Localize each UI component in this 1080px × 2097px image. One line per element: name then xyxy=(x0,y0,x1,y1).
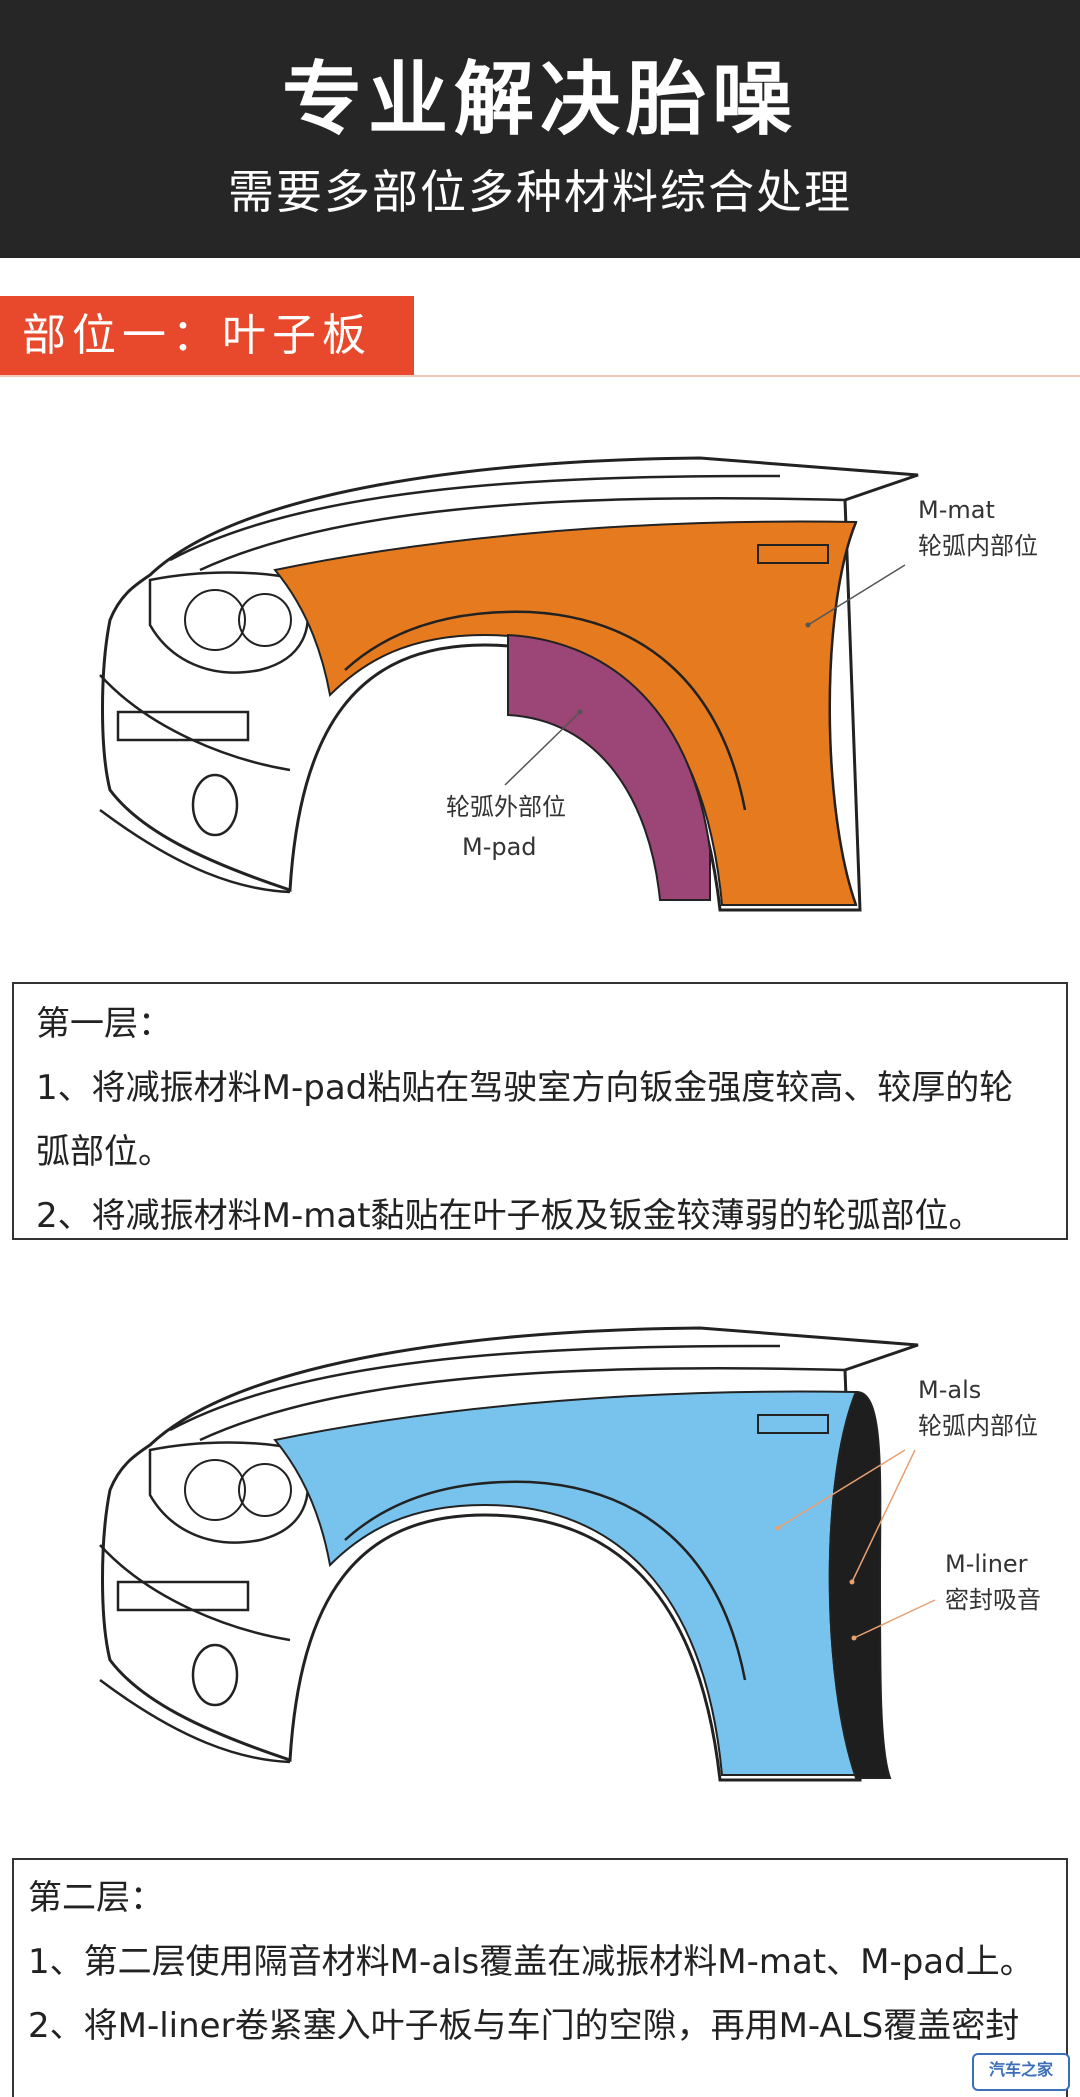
section-label: 部位一：叶子板 xyxy=(0,296,414,375)
layer1-line2: 2、将减振材料M-mat黏贴在叶子板及钣金较薄弱的轮弧部位。 xyxy=(36,1196,983,1236)
m-pad-area xyxy=(507,633,711,901)
fender-diagram-1: M-mat 轮弧内部位 轮弧外部位 M-pad xyxy=(99,456,1038,912)
layer2-line1: 1、第二层使用隔音材料M-als覆盖在减振材料M-mat、M-pad上。 xyxy=(28,1942,1034,1982)
layer2-textbox: 第二层： 1、第二层使用隔音材料M-als覆盖在减振材料M-mat、M-pad上… xyxy=(12,1858,1068,2097)
label-m-liner-position: 密封吸音 xyxy=(945,1586,1041,1614)
layer1-line1: 1、将减振材料M-pad粘贴在驾驶室方向钣金强度较高、较厚的轮弧部位。 xyxy=(36,1068,1014,1172)
fender-diagram-2: M-als 轮弧内部位 M-liner 密封吸音 xyxy=(99,1326,1041,1782)
label-m-als-position: 轮弧内部位 xyxy=(918,1412,1038,1440)
label-m-mat-name: M-mat xyxy=(918,496,995,524)
label-m-liner-name: M-liner xyxy=(945,1550,1028,1578)
label-m-als-name: M-als xyxy=(918,1376,981,1404)
layer1-heading: 第一层： xyxy=(36,1004,172,1044)
watermark-logo: 汽车之家 xyxy=(972,2053,1070,2091)
label-m-mat-position: 轮弧内部位 xyxy=(918,532,1038,560)
header-banner: 专业解决胎噪 需要多部位多种材料综合处理 xyxy=(0,0,1080,258)
m-mat-area xyxy=(273,520,858,906)
label-m-pad-position: 轮弧外部位 xyxy=(446,793,566,821)
m-als-area xyxy=(273,1390,858,1776)
section-divider xyxy=(0,375,1080,377)
layer2-line2: 2、将M-liner卷紧塞入叶子板与车门的空隙，再用M-ALS覆盖密封 xyxy=(28,2006,1020,2046)
m-liner-strip xyxy=(828,1390,892,1779)
page-title: 专业解决胎噪 xyxy=(282,53,798,146)
layer2-heading: 第二层： xyxy=(28,1878,164,1918)
page-subtitle: 需要多部位多种材料综合处理 xyxy=(228,165,852,219)
label-m-pad-name: M-pad xyxy=(462,833,537,861)
layer1-textbox: 第一层： 1、将减振材料M-pad粘贴在驾驶室方向钣金强度较高、较厚的轮弧部位。… xyxy=(12,982,1068,1240)
